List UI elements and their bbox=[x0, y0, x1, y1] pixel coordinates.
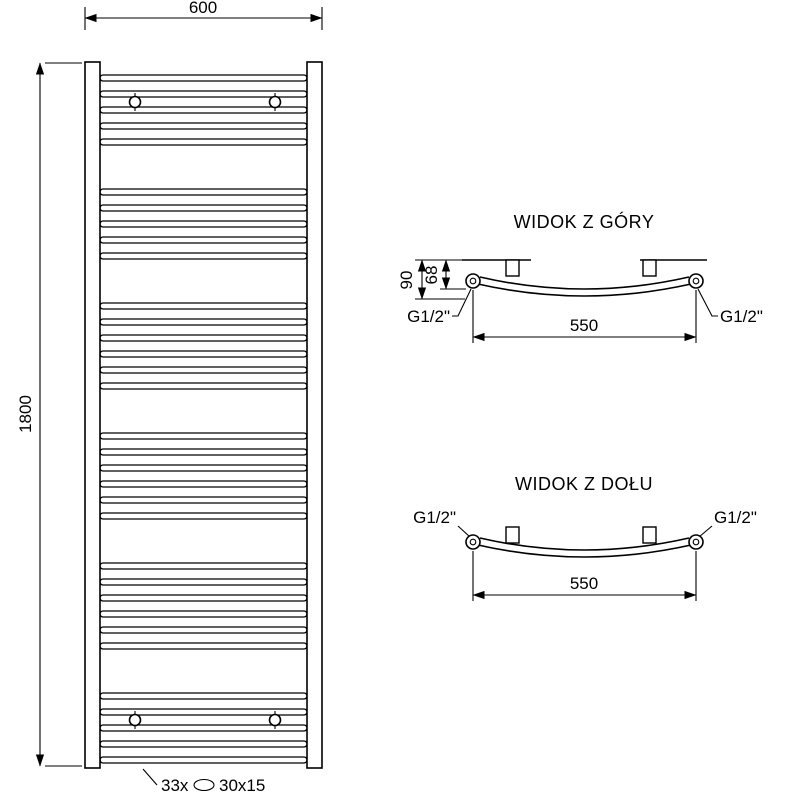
tube-arc-rear bbox=[479, 537, 690, 551]
left-connection bbox=[465, 534, 481, 550]
tube-arc-front bbox=[477, 544, 692, 558]
rung-list bbox=[99, 74, 308, 764]
right-collector-rail bbox=[306, 61, 323, 769]
rung bbox=[99, 740, 308, 748]
wall-bracket bbox=[505, 259, 520, 277]
leader-line bbox=[697, 288, 718, 317]
mount-hole-icon bbox=[128, 713, 142, 727]
leader-line bbox=[142, 768, 158, 786]
rung bbox=[99, 334, 308, 342]
mount-hole-icon bbox=[128, 95, 142, 109]
wall-bracket bbox=[642, 259, 657, 277]
spacing-dimension-label: 550 bbox=[570, 316, 598, 335]
rung bbox=[99, 350, 308, 358]
rung bbox=[99, 188, 308, 196]
mount-hole-icon bbox=[268, 95, 282, 109]
rung bbox=[99, 252, 308, 260]
right-connection-bore bbox=[692, 277, 700, 285]
leader-line bbox=[452, 288, 472, 317]
depth-dimension: 90 bbox=[397, 259, 465, 300]
right-connection bbox=[688, 273, 704, 289]
leader-line bbox=[457, 525, 471, 538]
width-dimension: 600 bbox=[84, 0, 323, 30]
rung bbox=[99, 204, 308, 212]
mounting-points bbox=[128, 93, 282, 729]
oval-profile-icon bbox=[193, 778, 215, 792]
rung bbox=[99, 432, 308, 440]
width-dimension-label: 600 bbox=[189, 0, 217, 17]
spacing-dimension: 550 bbox=[472, 551, 697, 601]
rung bbox=[99, 480, 308, 488]
mount-hole-icon bbox=[268, 713, 282, 727]
rung-profile-label: 30x15 bbox=[219, 776, 265, 795]
top-view: WIDOK Z GÓRY 90 68 G1/2" G1/2" bbox=[397, 211, 763, 343]
top-view-title: WIDOK Z GÓRY bbox=[514, 211, 655, 232]
rung bbox=[99, 562, 308, 570]
depth-dimension-label: 90 bbox=[397, 271, 416, 290]
rung-callout: 33x 30x15 bbox=[142, 768, 265, 795]
rung bbox=[99, 220, 308, 228]
rung bbox=[99, 448, 308, 456]
rung bbox=[99, 366, 308, 374]
rung bbox=[99, 512, 308, 520]
inner-depth-dimension-label: 68 bbox=[422, 266, 441, 285]
tube-arc-front bbox=[477, 283, 692, 297]
spacing-dimension-label: 550 bbox=[570, 574, 598, 593]
left-connection-bore bbox=[469, 538, 477, 546]
left-connection-label: G1/2" bbox=[413, 508, 456, 527]
inner-depth-dimension: 68 bbox=[422, 259, 466, 290]
front-view: 600 1800 33x 30x15 bbox=[16, 0, 323, 795]
leader-line bbox=[698, 525, 713, 538]
wall-bracket bbox=[505, 526, 520, 544]
rung bbox=[99, 302, 308, 310]
rung bbox=[99, 642, 308, 650]
height-dimension-label: 1800 bbox=[16, 395, 35, 433]
rung bbox=[99, 382, 308, 390]
left-connection-label: G1/2" bbox=[407, 307, 450, 326]
rung bbox=[99, 318, 308, 326]
spacing-dimension: 550 bbox=[472, 290, 697, 343]
right-connection-bore bbox=[692, 538, 700, 546]
tube-arc-rear bbox=[479, 276, 690, 290]
height-dimension: 1800 bbox=[16, 62, 82, 767]
bottom-view: WIDOK Z DOŁU G1/2" G1/2" 550 bbox=[413, 474, 757, 601]
rung bbox=[99, 578, 308, 586]
rung bbox=[99, 594, 308, 602]
right-connection-label: G1/2" bbox=[714, 508, 757, 527]
right-connection bbox=[688, 534, 704, 550]
left-collector-rail bbox=[84, 61, 101, 769]
rung bbox=[99, 692, 308, 700]
left-connection bbox=[465, 273, 481, 289]
rung bbox=[99, 464, 308, 472]
rung bbox=[99, 756, 308, 764]
rung bbox=[99, 236, 308, 244]
rung bbox=[99, 610, 308, 618]
rung bbox=[99, 626, 308, 634]
rung-count-label: 33x bbox=[161, 776, 189, 795]
left-connection-bore bbox=[469, 277, 477, 285]
right-connection-label: G1/2" bbox=[720, 307, 763, 326]
bottom-view-title: WIDOK Z DOŁU bbox=[515, 474, 653, 494]
rung bbox=[99, 496, 308, 504]
rung bbox=[99, 138, 308, 146]
wall-bracket bbox=[642, 526, 657, 544]
rung bbox=[99, 122, 308, 130]
rung bbox=[99, 74, 308, 82]
